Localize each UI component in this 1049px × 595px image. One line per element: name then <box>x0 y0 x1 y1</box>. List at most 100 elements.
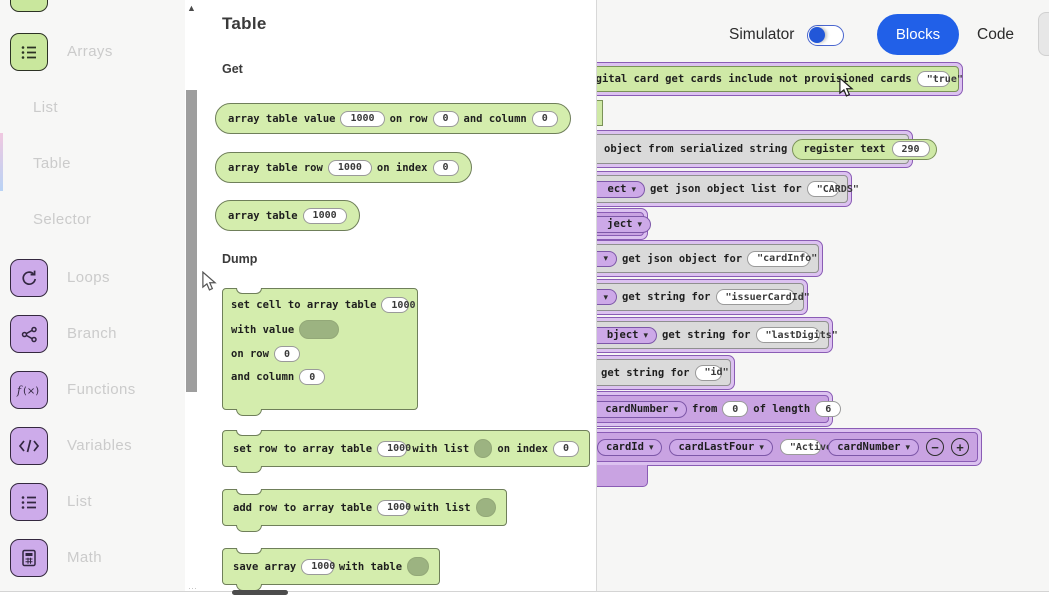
block-json-list[interactable]: ect ▾ get json object list for "CARDS" <box>557 171 859 207</box>
value-pill[interactable]: 1000 <box>340 110 385 127</box>
value-pill[interactable]: 0 <box>432 110 459 127</box>
sidebar-item-loops[interactable] <box>10 259 48 297</box>
section-get: Get <box>222 62 243 76</box>
sidebar-item-math[interactable] <box>10 539 48 577</box>
mouse-cursor-2 <box>202 271 217 291</box>
sidebar-item-variables-label[interactable]: Variables <box>67 437 133 454</box>
category-sidebar: Arrays List Table Selector Loops Branch … <box>0 0 185 595</box>
value-pill[interactable]: "Active" <box>779 439 838 455</box>
add-item-button[interactable]: + <box>951 438 969 456</box>
top-notch <box>236 430 262 436</box>
block-add-row[interactable]: add row to array table 1000 with list <box>222 489 507 532</box>
block-text: get json object list for <box>650 183 802 195</box>
code-icon <box>18 439 40 453</box>
block-last-digits[interactable]: bject ▾ get string for "lastDigits" <box>557 317 838 353</box>
block-issuer-card-id[interactable]: ▾ get string for "issuerCardId" <box>557 279 810 315</box>
flyout-scrollbar[interactable] <box>186 90 197 392</box>
value-pill[interactable]: 1000 <box>381 297 416 313</box>
svg-text:f: f <box>16 384 23 397</box>
block-text: of length <box>753 403 811 415</box>
block-array-table[interactable]: array table 1000 <box>215 200 360 231</box>
mouse-cursor <box>839 77 854 97</box>
function-icon: f (×) <box>16 384 39 397</box>
sidebar-item-list2-label[interactable]: List <box>67 493 92 510</box>
value-pill[interactable]: 1000 <box>377 499 411 516</box>
value-pill[interactable]: 0 <box>299 369 326 385</box>
card-number-dropdown[interactable]: cardNumber ▾ <box>828 438 919 456</box>
card-last-four-dropdown[interactable]: cardLastFour ▾ <box>669 438 773 456</box>
block-get-cards[interactable]: digital card get cards include not provi… <box>570 62 963 96</box>
value-pill[interactable]: 290 <box>891 141 930 157</box>
simulator-toggle[interactable] <box>807 25 844 46</box>
value-pill[interactable]: 0 <box>722 401 749 417</box>
value-pill[interactable]: "cardInfo" <box>747 250 817 267</box>
sidebar-item-list[interactable]: List <box>33 99 58 116</box>
bottom-margin <box>0 592 1049 595</box>
blocks-tab-button[interactable]: Blocks <box>877 14 959 55</box>
sidebar-item-functions[interactable]: f (×) <box>10 371 48 409</box>
dropdown-arrow-icon: ▾ <box>631 183 636 194</box>
dropdown-arrow-icon: ▾ <box>759 441 764 452</box>
value-slot <box>407 557 429 576</box>
value-pill[interactable]: 1000 <box>301 558 335 575</box>
horizontal-scroll-thumb[interactable] <box>232 590 288 595</box>
sidebar-item-functions-label[interactable]: Functions <box>67 381 136 398</box>
block-array-table-value[interactable]: array table value 1000 on row 0 and colu… <box>215 103 571 134</box>
sidebar-item-math-label[interactable]: Math <box>67 549 102 566</box>
dropdown-arrow-icon: ▾ <box>905 441 910 452</box>
sidebar-item-variables[interactable] <box>10 427 48 465</box>
value-slot <box>475 498 496 517</box>
loop-icon <box>21 270 36 285</box>
sidebar-item-arrays[interactable] <box>10 33 48 71</box>
scroll-up-icon[interactable]: ▲ <box>187 3 196 13</box>
dropdown-arrow-icon: ▾ <box>673 403 678 414</box>
remove-item-button[interactable]: − <box>926 438 944 456</box>
value-slot <box>299 320 340 339</box>
dropdown-arrow-icon: ▾ <box>648 441 654 452</box>
value-pill[interactable]: "id" <box>694 364 729 381</box>
value-pill[interactable]: 1000 <box>302 207 347 224</box>
value-pill[interactable]: "issuerCardId" <box>715 289 810 305</box>
block-text: register text <box>803 143 886 155</box>
sidebar-item-list2[interactable] <box>10 483 48 521</box>
block-substring[interactable]: cardNumber ▾ from 0 of length 6 <box>557 391 842 427</box>
value-pill[interactable]: "true" <box>916 71 963 87</box>
value-pill[interactable]: "CARDS" <box>806 181 859 197</box>
value-pill[interactable]: 1000 <box>327 159 372 176</box>
block-text: get string for <box>622 291 711 303</box>
value-pill[interactable]: "lastDigits" <box>755 327 838 343</box>
block-json-object[interactable]: ▾ get json object for "cardInfo" <box>557 240 823 277</box>
sidebar-item-arrays-label[interactable]: Arrays <box>67 43 113 60</box>
table-flyout-panel: ▲ Table Get array table value 1000 on ro… <box>185 0 597 591</box>
block-card-list[interactable]: cardId ▾ cardLastFour ▾ "Active" cardNum… <box>560 428 982 466</box>
value-pill[interactable]: 0 <box>531 110 558 127</box>
value-pill[interactable]: 0 <box>273 346 300 362</box>
register-text-block[interactable]: register text 290 <box>792 138 937 160</box>
toggle-knob <box>809 27 825 43</box>
value-pill[interactable]: 6 <box>815 401 842 417</box>
block-from-serialized[interactable]: object from serialized string register t… <box>560 130 937 168</box>
card-id-dropdown[interactable]: cardId ▾ <box>597 438 663 456</box>
block-text: get json object for <box>622 252 743 265</box>
list-icon <box>21 45 36 59</box>
code-tab-button[interactable]: Code <box>977 26 1015 43</box>
block-set-cell[interactable]: set cell to array table 1000 with value … <box>222 288 418 416</box>
value-pill[interactable]: 0 <box>432 159 459 176</box>
top-notch <box>236 489 262 495</box>
sidebar-item-branch[interactable] <box>10 315 48 353</box>
sidebar-item-branch-label[interactable]: Branch <box>67 325 117 342</box>
sidebar-item-partial[interactable] <box>10 0 48 12</box>
sidebar-item-loops-label[interactable]: Loops <box>67 269 110 286</box>
block-text: object from serialized string <box>604 143 788 155</box>
right-edge-scroll-thumb[interactable] <box>1038 12 1049 56</box>
active-item-indicator <box>0 133 3 191</box>
block-array-table-row[interactable]: array table row 1000 on index 0 <box>215 152 472 183</box>
value-pill[interactable]: 1000 <box>377 440 411 457</box>
sidebar-item-table[interactable]: Table <box>33 155 71 172</box>
section-dump: Dump <box>222 252 258 266</box>
value-slot <box>474 439 493 458</box>
block-set-row[interactable]: set row to array table 1000 with list on… <box>222 430 590 473</box>
sidebar-item-selector[interactable]: Selector <box>33 211 92 228</box>
value-pill[interactable]: 0 <box>553 440 579 457</box>
block-save-array[interactable]: save array 1000 with table <box>222 548 440 591</box>
